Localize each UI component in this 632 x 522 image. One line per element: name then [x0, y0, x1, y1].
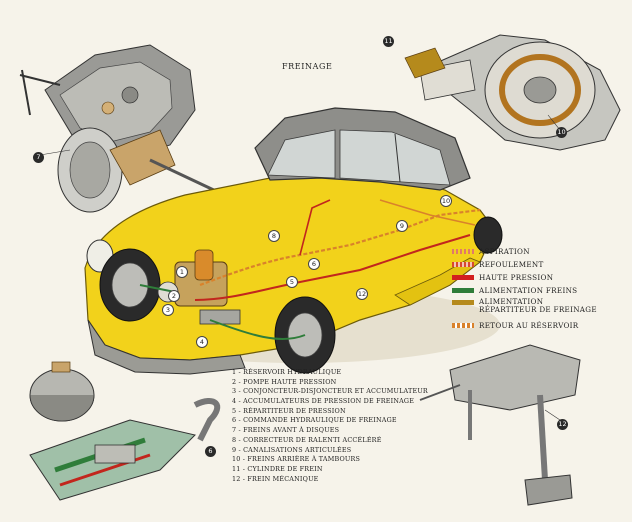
- rear-drum-brake-drawing: [404, 34, 621, 151]
- callout-marker: 12: [356, 288, 368, 300]
- legend-item: REFOULEMENT: [452, 259, 628, 270]
- pedal-assembly-drawing: [419, 344, 581, 506]
- callout-marker: 6: [308, 258, 320, 270]
- callout-marker: 9: [396, 220, 408, 232]
- callout-marker: 4: [196, 336, 208, 348]
- parts-list-item: 3 - CONJONCTEUR-DISJONCTEUR ET ACCUMULAT…: [232, 387, 428, 396]
- legend-label: RETOUR AU RÉSERVOIR: [479, 320, 579, 330]
- parts-list-item: 6 - COMMANDE HYDRAULIQUE DE FREINAGE: [232, 416, 397, 425]
- legend-swatch-aspiration: [452, 249, 474, 254]
- parts-list-item: 11 - CYLINDRE DE FREIN: [232, 464, 323, 473]
- callout-marker: 11: [383, 36, 394, 47]
- parts-list-item: 1 - RÉSERVOIR HYDRAULIQUE: [232, 368, 342, 376]
- parts-list-item: 12 - FREIN MÉCANIQUE: [232, 474, 319, 483]
- callout-marker: 3: [162, 304, 174, 316]
- accumulator-sphere-drawing: [29, 361, 95, 422]
- parts-list-item: 9 - CANALISATIONS ARTICULÉES: [232, 445, 352, 454]
- parts-list-item: 8 - CORRECTEUR DE RALENTI ACCÉLÉRÉ: [232, 435, 382, 444]
- parts-list-item: 10 - FREINS ARRIÈRE À TAMBOURS: [232, 455, 361, 464]
- callout-marker: 10: [440, 195, 452, 207]
- callout-marker: 1: [176, 266, 188, 278]
- legend-swatch-alimentation-freins: [452, 288, 474, 293]
- legend-label: ASPIRATION: [479, 246, 530, 256]
- legend-item: ASPIRATION: [452, 246, 628, 257]
- callout-marker: 6: [205, 446, 216, 457]
- legend-swatch-haute-pression: [452, 275, 474, 280]
- brake-control-drawing: [29, 398, 221, 501]
- legend-item: HAUTE PRESSION: [452, 272, 628, 283]
- callout-marker: 10: [556, 127, 567, 138]
- legend-item: ALIMENTATION FREINS: [452, 285, 628, 296]
- legend-label: ALIMENTATION FREINS: [479, 285, 578, 295]
- parts-list-item: 2 - POMPE HAUTE PRESSION: [232, 377, 337, 386]
- hydraulic-lines: [139, 199, 481, 341]
- legend: ASPIRATION REFOULEMENT HAUTE PRESSION AL…: [452, 246, 628, 333]
- legend-label: REFOULEMENT: [479, 259, 544, 269]
- legend-item: RETOUR AU RÉSERVOIR: [452, 320, 628, 331]
- legend-swatch-refoulement: [452, 262, 474, 267]
- callout-marker: 2: [168, 290, 180, 302]
- parts-list-item: 7 - FREINS AVANT À DISQUES: [232, 426, 340, 435]
- front-brake-assembly-drawing: [19, 44, 236, 213]
- legend-swatch-retour-reservoir: [452, 323, 474, 328]
- parts-list-item: 5 - RÉPARTITEUR DE PRESSION: [232, 406, 346, 415]
- parts-list-item: 4 - ACCUMULATEURS DE PRESSION DE FREINAG…: [232, 397, 415, 406]
- callout-marker: 12: [557, 419, 568, 430]
- diagram-title: FREINAGE: [282, 62, 333, 71]
- legend-swatch-alimentation-repartiteur: [452, 300, 474, 305]
- parts-list: 1 - RÉSERVOIR HYDRAULIQUE 2 - POMPE HAUT…: [232, 368, 432, 484]
- callout-marker: 5: [286, 276, 298, 288]
- callout-marker: 8: [268, 230, 280, 242]
- callout-marker: 7: [33, 152, 44, 163]
- legend-label: HAUTE PRESSION: [479, 272, 554, 282]
